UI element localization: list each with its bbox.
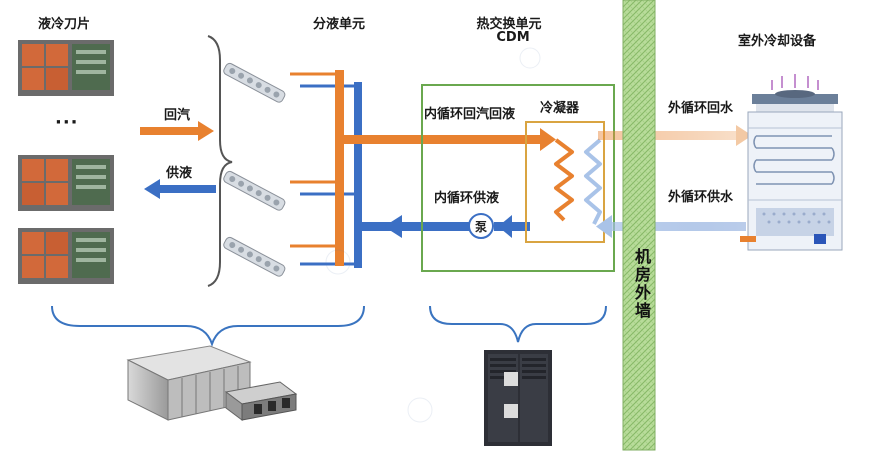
- ellipsis: ···: [55, 112, 79, 133]
- manifold-2: [223, 170, 286, 211]
- pump-circle: [468, 213, 494, 239]
- orange-header: [335, 70, 344, 266]
- inner-return-pipe: [335, 135, 545, 144]
- bottom-bracket-left: [51, 305, 365, 348]
- bottom-bracket-right: [429, 305, 607, 343]
- manifold-3: [223, 236, 286, 277]
- outer-return-label: 外循环回水: [668, 101, 734, 116]
- supply-liquid-arrow: [144, 179, 216, 199]
- blade-server-2: [18, 155, 114, 211]
- manifold-pipes: [290, 72, 358, 266]
- manifold-1: [223, 62, 286, 103]
- manifold-brace: [207, 35, 233, 287]
- inner-supply-label: 内循环供液: [434, 191, 500, 206]
- blades-label: 液冷刀片: [38, 17, 91, 32]
- cdm-subtitle: CDM: [496, 30, 530, 45]
- blade-server-3: [18, 228, 114, 284]
- return-gas-label: 回汽: [164, 108, 191, 123]
- pump-label: 泵: [475, 220, 488, 234]
- condenser-blue-coil: [584, 138, 602, 225]
- wall-label: 机房外墙: [632, 248, 651, 320]
- outer-return-pipe: [598, 131, 738, 140]
- cooling-tower: [740, 74, 843, 251]
- cdm-title: 热交换单元: [476, 17, 542, 32]
- condenser-box: [525, 121, 605, 243]
- cdm-box: [421, 84, 615, 272]
- outer-supply-label: 外循环供水: [668, 190, 734, 205]
- blue-header: [354, 82, 362, 268]
- supply-liquid-label: 供液: [166, 166, 193, 181]
- inner-return-label: 内循环回汽回液: [424, 107, 516, 122]
- outdoor-cooling-label: 室外冷却设备: [738, 34, 817, 49]
- machine-room-wall: [622, 0, 656, 451]
- condenser-label: 冷凝器: [540, 101, 580, 116]
- inner-supply-arrowhead: [384, 215, 402, 238]
- distribution-unit-label: 分液单元: [313, 17, 366, 32]
- condenser-orange-coil: [554, 138, 574, 222]
- cdm-cabinet-illustration: [484, 350, 552, 446]
- outer-supply-pipe: [606, 222, 746, 231]
- inner-supply-pipe: [358, 222, 470, 231]
- server-rack-illustration: [126, 345, 298, 421]
- inner-return-arrowhead: [540, 128, 556, 151]
- blade-server-1: [18, 40, 114, 96]
- return-gas-arrow: [140, 121, 214, 141]
- watermark: [325, 47, 541, 423]
